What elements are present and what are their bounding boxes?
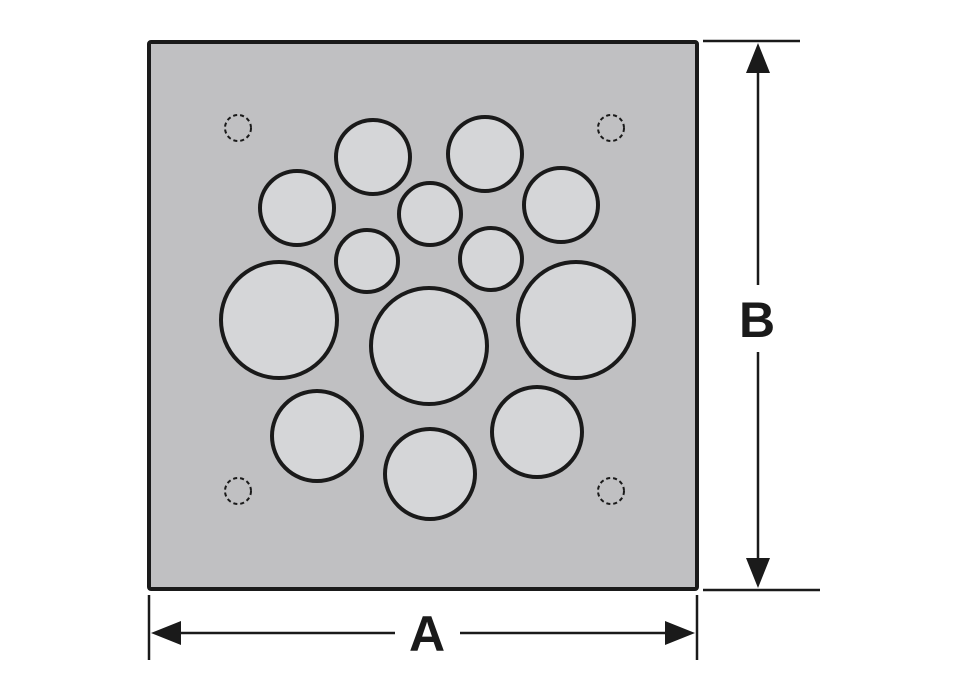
cable-hole [219,260,339,380]
dimension-b [703,39,820,592]
dimension-label-b: B [739,292,775,348]
cable-hole [490,385,584,479]
arrowhead-top [746,43,770,73]
mounting-hole-bottom-left [224,477,252,505]
mounting-hole-top-right [597,114,625,142]
dimension-a [147,595,699,660]
cable-hole [369,286,489,406]
cable-hole [270,389,364,483]
cable-hole [522,166,600,244]
cable-hole [258,169,336,247]
cable-hole [458,226,524,292]
cable-hole [383,427,477,521]
dimension-label-a: A [409,606,445,662]
cable-hole [334,228,400,294]
cable-hole [334,118,412,196]
cable-hole [516,260,636,380]
mounting-hole-bottom-right [597,477,625,505]
arrowhead-bottom [746,558,770,588]
cable-hole [397,181,463,247]
arrowhead-right [665,621,695,645]
mounting-hole-top-left [224,114,252,142]
cable-hole [446,115,524,193]
arrowhead-left [151,621,181,645]
mounting-holes [224,114,625,505]
cable-entry-holes [219,115,636,521]
